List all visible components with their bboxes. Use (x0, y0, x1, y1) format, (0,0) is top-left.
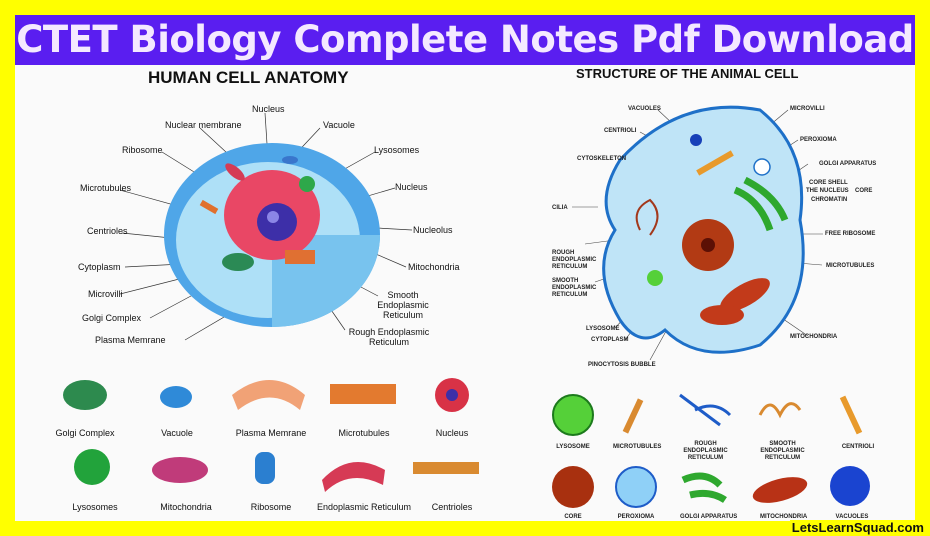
label-nucleus: Nucleus (252, 104, 285, 114)
centrioles-icon (413, 462, 479, 474)
caption-microtubules: Microtubules (338, 428, 390, 438)
caption-mitochondria: MITOCHONDRIA (760, 514, 808, 520)
caption-plasma-membrane: Plasma Memrane (235, 428, 307, 438)
caption-mitochondria: Mitochondria (160, 502, 212, 512)
label-centrioli: CENTRIOLI (604, 128, 637, 134)
caption-ribosome: Ribosome (250, 502, 292, 512)
label-mitochondria: MITOCHONDRIA (790, 334, 838, 340)
caption-vacuoles: VACUOLES (835, 514, 869, 520)
label-microtubules: MICROTUBULES (826, 263, 875, 269)
peroxioma-icon (615, 466, 657, 508)
rough-er-icon (679, 393, 732, 427)
golgi-apparatus-icon (681, 472, 727, 503)
label-vacuole: Vacuole (323, 120, 355, 130)
label-cytoskeleton: CYTOSKELETON (577, 156, 627, 162)
caption-golgi-apparatus: GOLGI APPARATUS (680, 514, 738, 520)
caption-microtubules: MICROTUBULES (613, 444, 662, 450)
label-nucleolus: Nucleolus (413, 225, 453, 235)
label-peroxioma: PEROXIOMA (800, 137, 837, 143)
label-nucleus-2: Nucleus (395, 182, 428, 192)
caption-centrioles: Centrioles (431, 502, 473, 512)
label-nuclear-membrane: Nuclear membrane (165, 120, 242, 130)
caption-vacuole: Vacuole (161, 428, 193, 438)
caption-lysosomes: Lysosomes (72, 502, 118, 512)
core-icon (552, 466, 594, 508)
label-vacuoles: VACUOLES (628, 106, 661, 112)
label-chromatin: CHROMATIN (811, 197, 848, 203)
caption-centrioli: CENTRIOLI (841, 444, 875, 450)
lysosome-icon (552, 394, 594, 436)
label-golgi-complex: Golgi Complex (82, 313, 142, 323)
label-golgi-apparatus: GOLGI APPARATUS (819, 161, 877, 167)
vacuoles-icon (830, 466, 870, 506)
label-smooth-er: SMOOTH ENDOPLASMIC RETICULUM (552, 278, 597, 298)
caption-peroxioma: PEROXIOMA (617, 514, 655, 520)
caption-er: Endoplasmic Reticulum (316, 502, 412, 512)
label-centrioles: Centrioles (87, 226, 128, 236)
vacuole-icon (160, 386, 192, 408)
golgi-icon (63, 380, 107, 410)
label-pinocytosis-bubble: PINOCYTOSIS BUBBLE (588, 362, 656, 368)
label-lysosome: LYSOSOME (586, 326, 620, 332)
label-cytoplasm: Cytoplasm (78, 262, 121, 272)
label-cytoplasm: CYTOPLASM (591, 337, 629, 343)
label-microvilli: MICROVILLI (790, 106, 825, 112)
smooth-er-icon (758, 402, 802, 419)
label-the-nucleus: THE NUCLEUS (806, 188, 849, 194)
caption-nucleus: Nucleus (435, 428, 469, 438)
label-core-shell: CORE SHELL (809, 180, 848, 186)
microtubules-icon (622, 398, 644, 434)
microtubules-icon (330, 384, 396, 404)
caption-smooth-er: SMOOTH ENDOPLASMIC RETICULUM (760, 441, 805, 461)
mitochondria-icon (752, 477, 808, 503)
label-smooth-er: Smooth Endoplasmic Reticulum (377, 290, 429, 320)
label-ribosome: Ribosome (122, 145, 163, 155)
ribosome-icon (255, 452, 275, 484)
label-core: CORE (855, 188, 873, 194)
label-plasma-membrane: Plasma Memrane (95, 335, 166, 345)
caption-golgi-complex: Golgi Complex (55, 428, 115, 438)
site-watermark: LetsLearnSquad.com (789, 520, 926, 535)
label-cilia: CILIA (552, 205, 568, 211)
mitochondria-icon (152, 457, 208, 483)
label-mitochondria: Mitochondria (408, 262, 460, 272)
right-heading: STRUCTURE OF THE ANIMAL CELL (576, 66, 799, 81)
label-microvilli: Microvilli (88, 289, 123, 299)
plasma-membrane-icon (232, 380, 305, 410)
left-heading: HUMAN CELL ANATOMY (148, 68, 349, 87)
caption-core: CORE (564, 514, 582, 520)
label-rough-er: Rough Endoplasmic Reticulum (348, 327, 430, 347)
centrioli-icon (839, 395, 863, 435)
label-free-ribosome: FREE RIBOSOME (825, 231, 876, 237)
caption-lysosome: LYSOSOME (556, 444, 590, 450)
er-icon (322, 462, 385, 492)
page-title: CTET Biology Complete Notes Pdf Download (15, 15, 915, 65)
label-rough-er: ROUGH ENDOPLASMIC RETICULUM (552, 250, 597, 270)
caption-rough-er: ROUGH ENDOPLASMIC RETICULUM (683, 441, 728, 461)
lysosome-icon (74, 449, 110, 485)
label-lysosomes: Lysosomes (374, 145, 420, 155)
label-microtubules: Microtubules (80, 183, 132, 193)
